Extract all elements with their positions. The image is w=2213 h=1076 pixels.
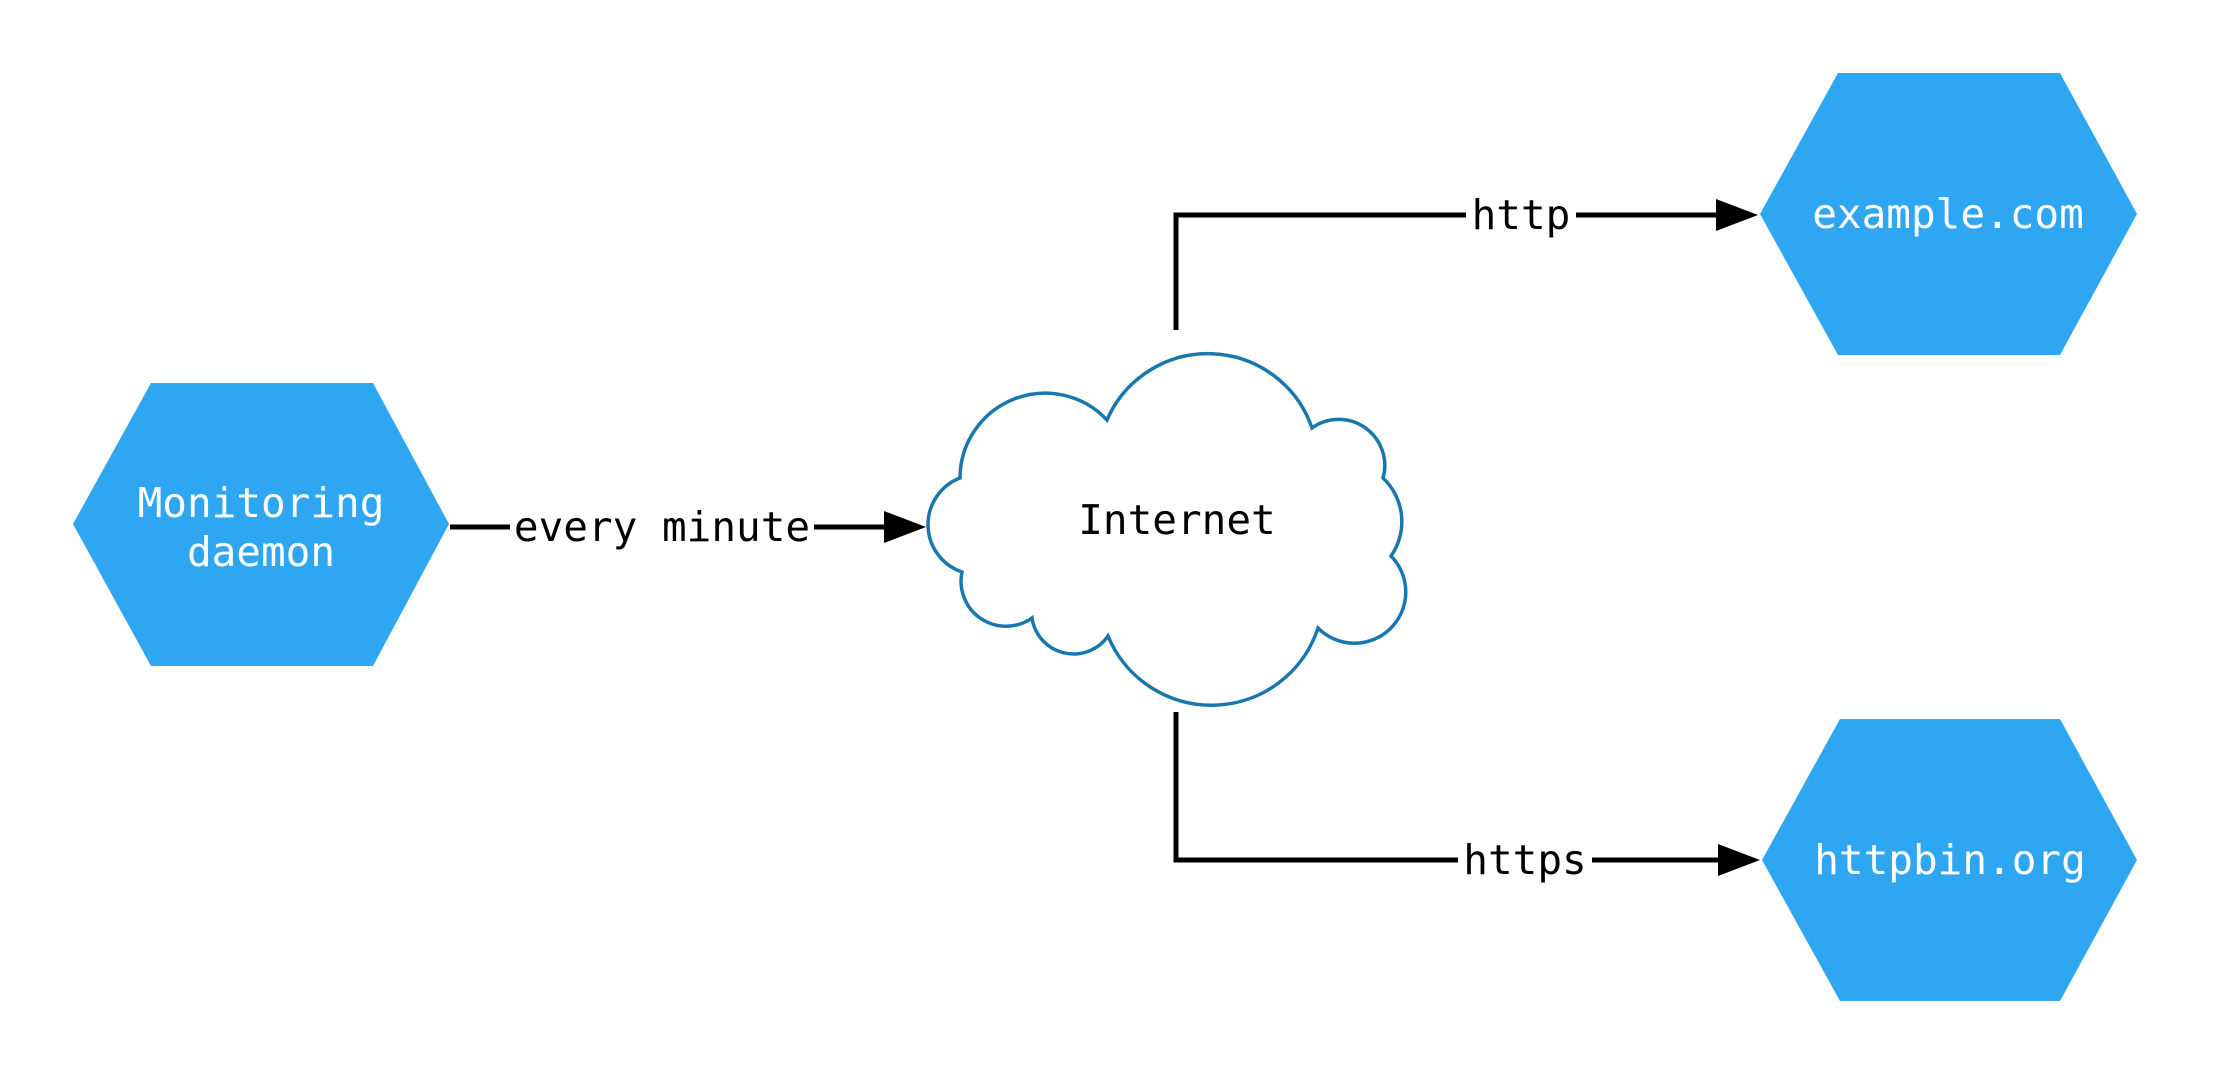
node-httpbin-org-label: httpbin.org: [1814, 836, 2086, 884]
node-monitoring-daemon-label-line1: Monitoring: [138, 479, 385, 527]
edge-https-label: https: [1463, 836, 1586, 884]
node-monitoring-daemon-label-line2: daemon: [187, 528, 335, 576]
node-internet: Internet: [926, 351, 1408, 708]
edge-https: https: [1173, 712, 1760, 887]
node-httpbin-org: httpbin.org: [1762, 719, 2137, 1001]
arrowhead-icon: [1718, 844, 1760, 876]
arrowhead-icon: [884, 511, 926, 543]
edge-https-line: [1173, 712, 1720, 863]
node-example-com-shape: [1760, 73, 2137, 355]
node-httpbin-org-shape: [1762, 719, 2137, 1001]
edge-every-minute-label: every minute: [514, 503, 810, 551]
edge-http-line: [1173, 212, 1718, 330]
node-monitoring-daemon-shape: [73, 383, 449, 666]
node-example-com-label: example.com: [1812, 190, 2084, 238]
edge-http-label-bg: [1466, 189, 1576, 242]
node-internet-label: Internet: [1078, 496, 1275, 544]
edge-http-label: http: [1472, 191, 1571, 239]
node-example-com: example.com: [1760, 73, 2137, 355]
edge-every-minute-label-bg: [510, 501, 814, 554]
cloud-icon: [926, 351, 1408, 708]
edge-http: http: [1173, 189, 1758, 330]
node-monitoring-daemon: Monitoring daemon: [73, 383, 449, 666]
edge-every-minute: every minute: [450, 501, 926, 554]
edge-https-label-bg: [1458, 834, 1592, 887]
arrowhead-icon: [1716, 199, 1758, 231]
